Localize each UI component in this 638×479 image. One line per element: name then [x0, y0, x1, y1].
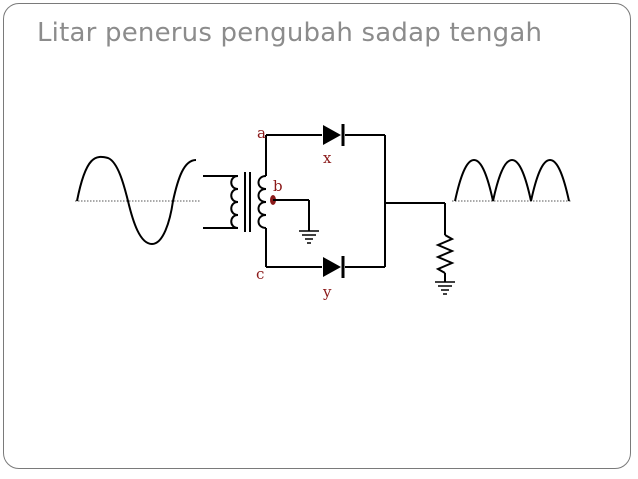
slide-frame [3, 3, 631, 469]
slide-title: Litar penerus pengubah sadap tengah [37, 18, 543, 48]
label-b: b [273, 177, 283, 195]
input-sine-curve [76, 155, 197, 246]
center-tap-connection [270, 195, 310, 231]
label-c: c [256, 265, 264, 283]
transformer-secondary-winding-icon [257, 135, 267, 267]
output-ground-icon [435, 281, 455, 295]
label-x: x [323, 149, 332, 167]
transformer-primary-winding-icon [203, 175, 239, 229]
resistor-icon [435, 234, 455, 282]
label-a: a [257, 124, 266, 142]
output-rectified-wave-icon [452, 158, 572, 202]
label-y: y [322, 283, 332, 301]
output-branch [384, 135, 446, 267]
diode-x-icon [323, 124, 345, 146]
ground-icon [299, 230, 319, 244]
input-sine-wave-icon [75, 155, 200, 246]
transformer-core-icon [244, 172, 251, 232]
diode-y-icon [323, 256, 345, 278]
output-rectified-curve [454, 158, 570, 202]
